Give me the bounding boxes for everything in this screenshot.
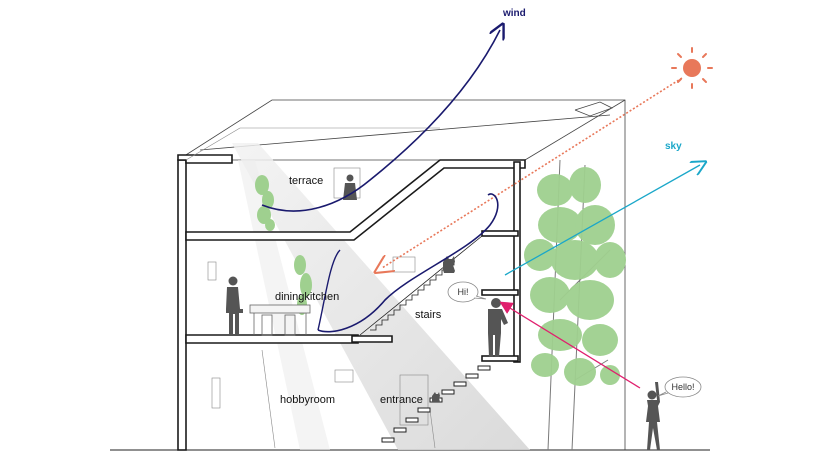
stairs [359,235,483,336]
hello-bubble-text: Hello! [671,382,694,392]
sun-icon [671,47,713,89]
roof-outline [177,99,626,450]
figure-stairs [488,298,508,357]
diningkitchen-label: diningkitchen [275,291,339,303]
light-shaft [232,143,530,450]
cat-icon [432,256,455,402]
figure-outside [646,382,660,450]
wind-arrow [261,30,500,333]
sky-label: sky [665,141,682,152]
entrance-label: entrance [380,394,423,406]
figure-dining [226,276,243,334]
sunbeam-arrow [382,77,683,268]
terrace-plants [255,175,312,315]
hello-bubble: Hello! [657,376,702,398]
sky-arrow [504,165,700,276]
stairs-label: stairs [415,309,442,321]
hi-bubble-text: Hi! [458,287,469,297]
sightline-arrow [499,301,641,389]
wind-arrow-lower [317,249,341,331]
tree-icon [524,159,626,451]
dining-table [249,304,311,336]
hobbyroom-label: hobbyroom [280,394,335,406]
terrace-label: terrace [289,175,323,187]
wind-label: wind [502,8,526,19]
rear-wall-lines [185,127,440,449]
hi-bubble: Hi! [447,281,487,303]
